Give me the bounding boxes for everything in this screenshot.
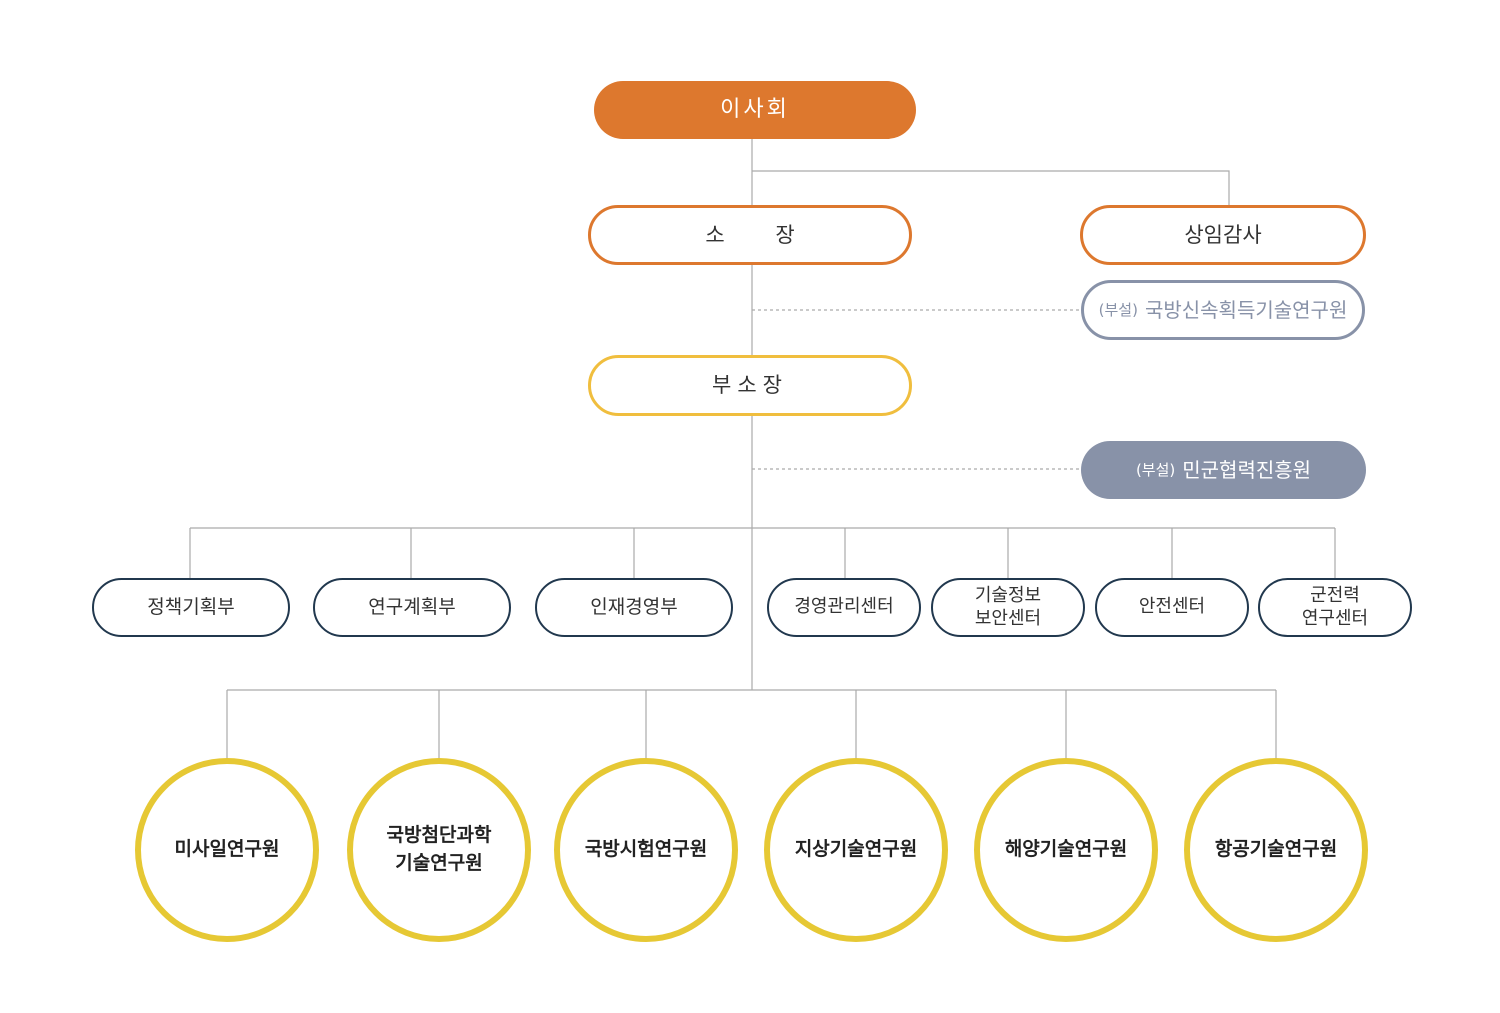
director-node: 소 장 xyxy=(588,205,912,265)
department-label: 연구계획부 xyxy=(368,595,456,618)
annex-1-node: (부설) 국방신속획득기술연구원 xyxy=(1081,280,1365,340)
institute-label: 지상기술연구원 xyxy=(794,838,918,861)
institute-label: 미사일연구원 xyxy=(174,838,280,861)
institute-label-line1: 국방첨단과학 xyxy=(386,824,492,847)
annex-2-prefix: (부설) xyxy=(1135,460,1176,479)
department-label-line1: 기술정보 xyxy=(974,585,1042,606)
department-label-line2: 보안센터 xyxy=(974,607,1042,629)
auditor-connector xyxy=(752,170,1230,206)
institute-node: 지상기술연구원 xyxy=(764,758,948,942)
department-node: 정책기획부 xyxy=(92,578,290,637)
annex-2-name: 민군협력진흥원 xyxy=(1182,457,1312,482)
institute-label-line2: 기술연구원 xyxy=(395,852,483,874)
annex-1-name: 국방신속획득기술연구원 xyxy=(1144,297,1348,322)
institute-label: 국방시험연구원 xyxy=(584,838,708,861)
institute-node: 국방첨단과학 기술연구원 xyxy=(347,758,531,942)
institute-label: 해양기술연구원 xyxy=(1004,838,1128,861)
department-label-line1: 군전력 xyxy=(1310,585,1360,606)
department-label: 인재경영부 xyxy=(590,595,678,618)
department-node: 연구계획부 xyxy=(313,578,511,637)
institute-node: 미사일연구원 xyxy=(135,758,319,942)
annex-2-node: (부설) 민군협력진흥원 xyxy=(1081,441,1366,499)
institute-label: 항공기술연구원 xyxy=(1214,838,1338,861)
department-node: 인재경영부 xyxy=(535,578,733,637)
department-label: 경영관리센터 xyxy=(794,596,894,618)
department-label: 안전센터 xyxy=(1138,596,1206,618)
department-label: 정책기획부 xyxy=(147,595,235,618)
board-node: 이사회 xyxy=(594,81,916,139)
department-node: 기술정보 보안센터 xyxy=(931,578,1085,637)
department-node: 경영관리센터 xyxy=(767,578,921,637)
department-label-line2: 연구센터 xyxy=(1301,607,1369,629)
auditor-node: 상임감사 xyxy=(1080,205,1366,265)
institute-node: 해양기술연구원 xyxy=(974,758,1158,942)
department-node: 군전력 연구센터 xyxy=(1258,578,1412,637)
annex-1-prefix: (부설) xyxy=(1098,300,1138,319)
director-label: 소 장 xyxy=(705,222,817,247)
deputy-node: 부소장 xyxy=(588,355,912,416)
department-node: 안전센터 xyxy=(1095,578,1249,637)
institute-node: 항공기술연구원 xyxy=(1184,758,1368,942)
auditor-label: 상임감사 xyxy=(1184,222,1262,247)
board-label: 이사회 xyxy=(720,97,790,123)
deputy-label: 부소장 xyxy=(712,373,788,398)
institute-node: 국방시험연구원 xyxy=(554,758,738,942)
